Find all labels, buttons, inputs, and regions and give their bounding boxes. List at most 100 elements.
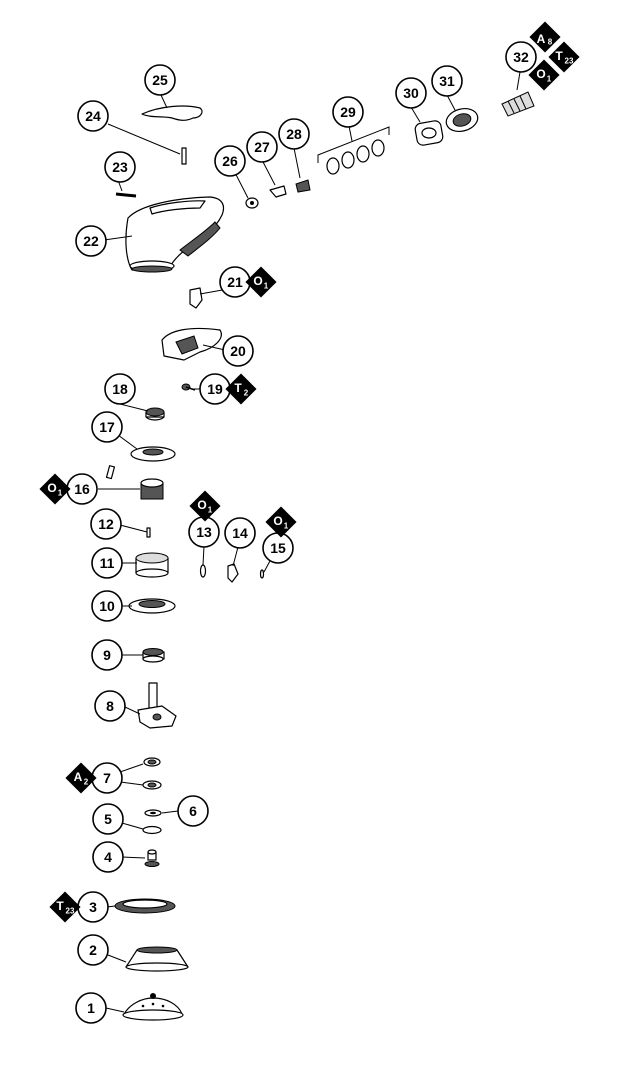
callout-8: 8: [94, 690, 126, 722]
callout-21: 21: [219, 266, 251, 298]
callout-32: 32: [505, 41, 537, 73]
svg-text:2: 2: [84, 778, 89, 787]
callout-16: 16: [66, 473, 98, 505]
part-18-bearing: [145, 407, 165, 421]
svg-text:23: 23: [565, 57, 574, 66]
callout-31: 31: [431, 65, 463, 97]
svg-text:2: 2: [89, 942, 97, 958]
svg-text:32: 32: [513, 49, 529, 65]
part-7-bearings: [142, 757, 162, 790]
part-25-trigger: [141, 105, 203, 121]
svg-text:22: 22: [83, 233, 99, 249]
svg-text:T: T: [234, 381, 242, 395]
badge-o1-part16: O 1: [39, 473, 71, 505]
svg-text:8: 8: [548, 38, 553, 47]
callout-4: 4: [92, 841, 124, 873]
callout-29: 29: [332, 96, 364, 128]
svg-text:1: 1: [87, 1000, 95, 1016]
part-3-ring: [114, 898, 176, 914]
part-20-shroud: [161, 327, 222, 361]
svg-text:A: A: [74, 770, 83, 784]
part-24-pin: [181, 147, 187, 165]
svg-text:1: 1: [284, 522, 289, 531]
callout-13: 13: [188, 516, 220, 548]
svg-text:16: 16: [74, 481, 90, 497]
svg-text:30: 30: [403, 85, 419, 101]
callout-2: 2: [77, 934, 109, 966]
callout-18: 18: [104, 373, 136, 405]
callout-26: 26: [214, 145, 246, 177]
part-27-spring: [269, 185, 287, 198]
callout-11: 11: [91, 547, 123, 579]
svg-text:2: 2: [244, 389, 249, 398]
part-11-rotor: [135, 552, 169, 578]
part-15-oring: [259, 569, 265, 579]
callout-28: 28: [278, 118, 310, 150]
callout-25: 25: [144, 64, 176, 96]
parts-drawings: [105, 91, 535, 1021]
svg-text:7: 7: [103, 770, 111, 786]
badge-t23-top: T 23: [548, 41, 580, 73]
svg-text:T: T: [56, 899, 64, 913]
callout-15: 15: [262, 532, 294, 564]
svg-text:28: 28: [286, 126, 302, 142]
badge-o1-part21: O 1: [245, 266, 277, 298]
svg-text:20: 20: [230, 343, 246, 359]
svg-text:12: 12: [98, 516, 114, 532]
part-8-shaft: [137, 682, 177, 729]
svg-text:21: 21: [227, 274, 243, 290]
svg-text:24: 24: [85, 108, 101, 124]
svg-text:4: 4: [104, 849, 112, 865]
svg-text:6: 6: [189, 803, 197, 819]
callout-6: 6: [177, 795, 209, 827]
callout-1: 1: [75, 992, 107, 1024]
svg-text:5: 5: [104, 811, 112, 827]
badge-o1-part13: O 1: [189, 490, 221, 522]
svg-text:O: O: [47, 481, 56, 495]
part-5-washer: [142, 825, 162, 835]
callout-30: 30: [395, 77, 427, 109]
part-1-pad: [122, 993, 184, 1021]
callout-23: 23: [104, 151, 136, 183]
part-22-housing: [125, 196, 225, 273]
svg-text:31: 31: [439, 73, 455, 89]
callout-22: 22: [75, 225, 107, 257]
callouts: 1 2 3 4 5 6 7 8 9 10 11 12 13 14 15 16 1…: [66, 41, 537, 1024]
svg-text:18: 18: [112, 381, 128, 397]
svg-text:1: 1: [208, 506, 213, 515]
callout-9: 9: [91, 639, 123, 671]
svg-text:19: 19: [207, 381, 223, 397]
part-31-cover: [445, 107, 479, 133]
svg-text:25: 25: [152, 72, 168, 88]
callout-24: 24: [77, 100, 109, 132]
badge-a8: A 8: [529, 21, 561, 53]
svg-text:29: 29: [340, 104, 356, 120]
svg-text:O: O: [197, 498, 206, 512]
svg-text:T: T: [555, 49, 563, 63]
badge-t2: T 2: [225, 373, 257, 405]
callout-10: 10: [91, 590, 123, 622]
badge-t23-part3: T 23: [49, 891, 81, 923]
part-12-pin: [146, 527, 151, 538]
svg-text:10: 10: [99, 598, 115, 614]
part-9-bearing: [142, 648, 165, 663]
part-21-lever: [189, 287, 203, 309]
part-16-cylinder: [105, 465, 164, 500]
part-13-oring: [199, 564, 207, 578]
svg-text:3: 3: [89, 899, 97, 915]
svg-text:15: 15: [270, 540, 286, 556]
part-4-screw: [144, 849, 160, 867]
svg-text:23: 23: [112, 159, 128, 175]
svg-text:17: 17: [99, 419, 115, 435]
callout-19: 19: [199, 373, 231, 405]
part-32-inlet-fitting: [501, 91, 535, 117]
callout-14: 14: [224, 517, 256, 549]
callout-17: 17: [91, 411, 123, 443]
callout-20: 20: [222, 335, 254, 367]
svg-text:O: O: [253, 274, 262, 288]
callout-27: 27: [246, 131, 278, 163]
callout-3: 3: [77, 891, 109, 923]
part-30-gasket: [414, 120, 444, 146]
svg-text:1: 1: [58, 489, 63, 498]
